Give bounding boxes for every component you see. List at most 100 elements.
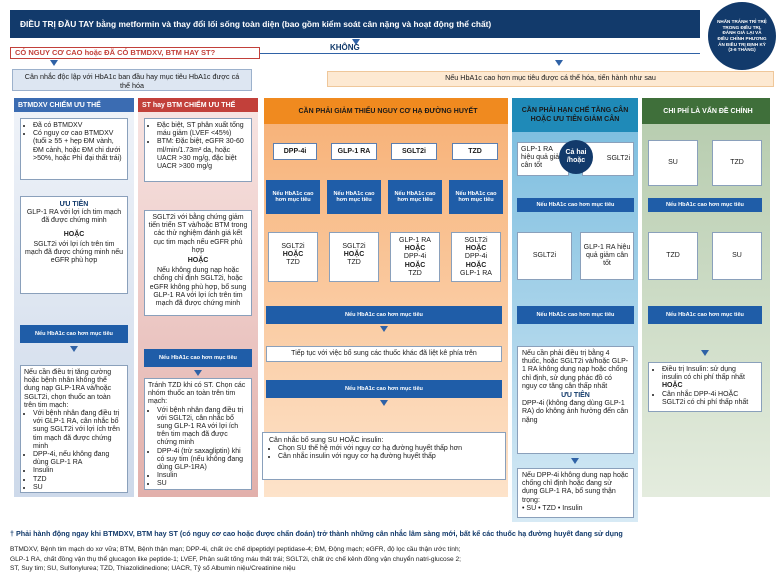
arrow-icon [70,346,78,352]
drug-name: TZD [347,259,361,267]
intensify-item: DPP-4i (trừ saxagliptin) khi có suy tim … [157,448,248,473]
or-label: HOẶC [63,230,85,238]
drug-name: SGLT2i [342,243,366,250]
intensify-intro: Tránh TZD khi có ST. Chọn các nhóm thuốc… [148,382,246,406]
yes-box: Cân nhắc độc lập với HbA1c ban đầu hay m… [12,69,252,91]
reassess-text: NHẤN TRÁNH TRÌ TRỆ TRONG ĐIỀU TRỊ, ĐÁNH … [717,19,767,53]
drug-name: DPP-4i [464,253,488,261]
abbr-line: BTMDXV, Bệnh tim mạch do xơ vữa; BTM, Bệ… [10,546,461,553]
col4-weight-text: Nếu cần phải điều trị bằng 4 thuốc, hoặc… [517,346,634,454]
intensify-item: DPP-4i, nếu không đang dùng GLP-1 RA [33,451,124,467]
col5-above-target-2: Nếu HbA1c cao hơn mục tiêu [648,306,762,324]
col5-above-target: Nếu HbA1c cao hơn mục tiêu [648,198,762,212]
col4-header: CẦN PHẢI HẠN CHẾ TĂNG CÂN HOẶC ƯU TIÊN G… [512,98,638,132]
col1-criteria-item: Có nguy cơ cao BTMDXV (tuổi ≥ 55 + hẹp Đ… [33,130,124,163]
or-label: HOẶC [187,257,209,265]
col3-above-target-2: Nếu HbA1c cao hơn mục tiêu [266,380,502,398]
priority-option: SGLT2i với lợi ích trên tim mạch đã được… [24,240,123,265]
col5-second-b: SU [712,232,762,280]
drug-name: SGLT2i [281,243,305,250]
col3-continue: Tiếp tục với việc bổ sung các thuốc khác… [266,346,502,362]
or-label: HOẶC [343,251,365,259]
col5-insulin: Điều trị Insulin: sử dụng insulin có chi… [648,362,762,412]
col4-caution: Nếu DPP-4i không dung nạp hoặc chống chỉ… [517,468,634,518]
intensify-item: Insulin [157,472,248,480]
above-target-4: Nếu HbA1c cao hơn mục tiêu [449,180,503,214]
col4-background [512,132,638,522]
col3-su-insulin: Cân nhắc bổ sung SU HOẶC insulin: Chọn S… [262,432,506,480]
or-label: HOẶC [465,245,487,253]
priority-text: DPP-4i (không đang dùng GLP-1 RA) do khô… [522,400,629,424]
col2-criteria: Đặc biệt, ST phân xuất tống máu giảm (LV… [144,118,252,182]
intensify-intro: Nếu cần điều trị tăng cường hoặc bệnh nh… [24,369,112,409]
or-label: HOẶC [465,261,487,269]
drug-glp1ra: GLP-1 RA [331,143,377,160]
second-line-3: GLP-1 RA HOẶC DPP-4i HOẶC TZD [390,232,440,282]
col5-header: CHI PHÍ LÀ VẤN ĐỀ CHÍNH [642,98,770,124]
col1-priority: ƯU TIÊN GLP-1 RA với lợi ích tim mạch đã… [20,196,128,294]
or-label: HOẶC [404,261,426,269]
intensify-item: TZD [33,476,124,484]
col1-criteria: Đã có BTMDXV Có nguy cơ cao BTMDXV (tuổi… [20,118,128,180]
abbr-line: ST, Suy tim; SU, Sulfonylurea; TZD, Thia… [10,565,296,573]
arrow-icon [380,326,388,332]
intensify-item: SU [33,484,124,492]
drug-name: GLP-1 RA [399,237,431,244]
weight-text: Nếu cần phải điều trị bằng 4 thuốc, hoặc… [522,350,629,390]
reassess-circle: NHẤN TRÁNH TRÌ TRỆ TRONG ĐIỀU TRỊ, ĐÁNH … [708,2,776,70]
priority-option: GLP-1 RA với lợi ích tim mạch đã được ch… [26,209,122,225]
col3-header: CẦN PHẢI GIẢM THIỂU NGUY CƠ HẠ ĐƯỜNG HUY… [264,98,508,124]
arrow-icon [380,400,388,406]
col1-header: BTMDXV CHIẾM ƯU THẾ [14,98,134,112]
col2-header: ST hay BTM CHIẾM ƯU THẾ [138,98,258,112]
abbr-line: GLP-1 RA, chất đồng vận thụ thể glucagon… [10,555,461,563]
su-insulin-item: Cân nhắc insulin với nguy cơ hạ đường hu… [278,453,499,461]
footnote: † Phải hành động ngay khi BTMDXV, BTM ha… [10,529,623,538]
or-label: HOẶC [404,245,426,253]
risk-question: CÓ NGUY CƠ CAO hoặc ĐÃ CÓ BTMDXV, BTM HA… [10,47,260,59]
col1-intensify: Nếu cần điều trị tăng cường hoặc bệnh nh… [20,365,128,493]
col2-criteria-item: Đặc biệt, ST phân xuất tống máu giảm (LV… [157,122,248,138]
second-line-1: SGLT2i HOẶC TZD [268,232,318,282]
arrow-icon [352,39,360,45]
drug-name: TZD [286,259,300,267]
above-target-1: Nếu HbA1c cao hơn mục tiêu [266,180,320,214]
no-label: KHÔNG [330,43,360,52]
intensify-item: Với bệnh nhân đang điều trị với SGLT2i, … [157,407,248,448]
col2-priority: SGLT2i với bằng chứng giảm tiến triển ST… [144,210,252,316]
col1-above-target: Nếu HbA1c cao hơn mục tiêu [20,325,128,343]
both-or-circle: Cả hai /hoặc [559,140,593,174]
insulin-item: Điều trị Insulin: sử dụng insulin có chi… [662,366,757,382]
col5-su: SU [648,140,698,186]
col2-above-target: Nếu HbA1c cao hơn mục tiêu [144,349,252,367]
or-label: HOẶC [282,251,304,259]
col4-second-a: SGLT2i [517,232,572,280]
drug-name: GLP-1 RA [460,269,492,277]
caution-list: • SU • TZD • Insulin [522,504,583,512]
col5-tzd: TZD [712,140,762,186]
intensify-item: SU [157,480,248,488]
priority-option: SGLT2i với bằng chứng giảm tiến triển ST… [148,214,248,254]
drug-name: TZD [408,269,422,277]
arrow-icon [571,458,579,464]
no-box: Nếu HbA1c cao hơn mục tiêu được cá thể h… [327,71,774,87]
col5-second-a: TZD [648,232,698,280]
intensify-item: Với bệnh nhân đang điều trị với GLP-1 RA… [33,410,124,451]
col4-second-b: GLP-1 RA hiệu quả giảm cân tốt [580,232,634,280]
priority-title: ƯU TIÊN [59,201,89,208]
arrow-icon [555,60,563,66]
second-line-4: SGLT2i HOẶC DPP-4i HOẶC GLP-1 RA [451,232,501,282]
above-target-3: Nếu HbA1c cao hơn mục tiêu [388,180,442,214]
priority-title: ƯU TIÊN [561,392,590,400]
drug-dpp4i: DPP-4i [273,143,317,160]
priority-option: Nếu không dung nạp hoặc chống chỉ định S… [149,267,247,308]
or-label: HOẶC [662,382,683,390]
su-insulin-intro: Cân nhắc bổ sung SU HOẶC insulin: [269,437,384,444]
drug-name: DPP-4i [403,253,427,261]
col4-above-target: Nếu HbA1c cao hơn mục tiêu [517,198,634,212]
arrow-icon [701,350,709,356]
drug-name: SGLT2i [464,237,488,244]
intensify-item: Insulin [33,467,124,475]
insulin-item: Cân nhắc DPP-4i HOẶC SGLT2i có chi phí t… [662,391,757,407]
col2-criteria-item: BTM: Đặc biệt, eGFR 30-60 ml/min/1.73m² … [157,138,248,171]
